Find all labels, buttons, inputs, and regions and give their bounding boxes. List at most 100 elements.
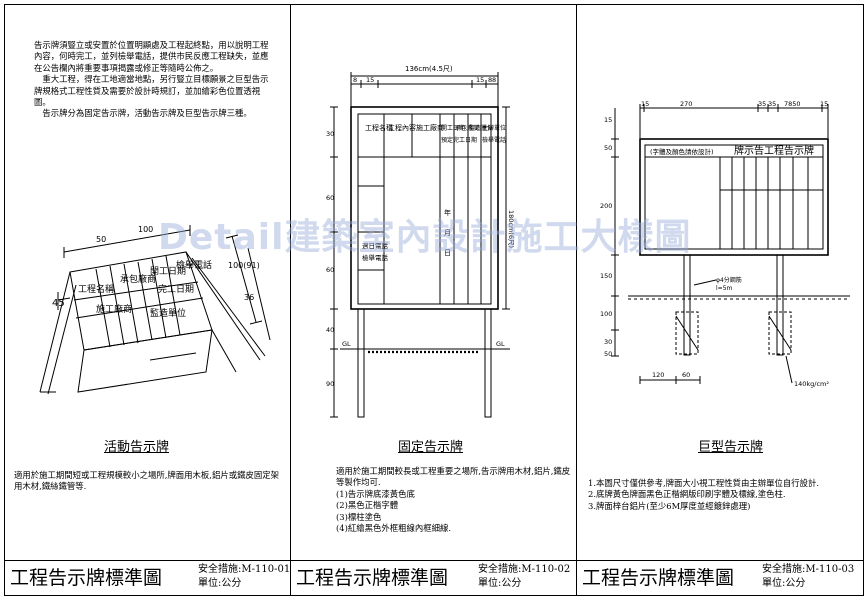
fixed-sign-caption: 固定告示牌 xyxy=(398,440,464,455)
fixed-note: (3)標柱塗色 xyxy=(336,511,382,522)
panel-divider xyxy=(576,4,577,596)
fixed-height-dim: 180cm(6尺) xyxy=(507,210,515,248)
fixed-col-label: 開工日期 xyxy=(441,124,465,132)
fixed-col-label: 監造單位 xyxy=(469,124,493,132)
giant-top-dim: 35 xyxy=(768,100,776,108)
giant-note: 2.底牌黃色牌面黑色正楷網版印刷字體及標線,塗色柱. xyxy=(588,489,786,500)
giant-side-dim: 200 xyxy=(600,202,612,210)
mobile-dim: 45 xyxy=(52,298,65,309)
sheet-unit: 單位:公分 xyxy=(478,578,522,589)
fixed-extra-label: 週日電話 xyxy=(362,241,389,250)
ground-label: GL xyxy=(342,340,351,348)
mobile-dim: 100(91) xyxy=(228,261,260,270)
giant-note: 1.本圖尺寸僅供參考,牌面大小視工程性質由主辦單位自行設計. xyxy=(588,478,820,488)
mobile-col-label: 檢舉電話 xyxy=(176,259,212,271)
mobile-dim: 100 xyxy=(138,225,153,234)
fixed-note: (2)黑色正楷字體 xyxy=(336,500,399,511)
giant-strength-label: 140kg/cm² xyxy=(794,380,829,388)
title-cell-3: 工程告示牌標準圖 安全措施:M-110-03 單位:公分 xyxy=(576,562,864,594)
fixed-extra-label: 檢舉電話 xyxy=(362,253,389,262)
giant-top-dim: 35 xyxy=(758,100,766,108)
fixed-sign-drawing xyxy=(330,72,510,418)
intro-text: 告示牌須豎立或安置於位置明顯處及工程起終點，用以說明工程內容，何時完工，並列檢舉… xyxy=(34,40,269,119)
sheet-meta: 安全措施:M-110-03 單位:公分 xyxy=(762,563,854,591)
fixed-col-label: 承包廠商 xyxy=(455,124,479,132)
fixed-side-dim: 60 xyxy=(326,194,334,202)
giant-pipe-label: φ4分鋼筋 xyxy=(716,276,742,284)
mobile-col-label: 開工日期 xyxy=(150,266,186,277)
sheet-meta: 安全措施:M-110-01 單位:公分 xyxy=(198,563,290,591)
sheet-code: 安全措施:M-110-03 xyxy=(762,564,855,575)
mobile-dim: 36 xyxy=(244,293,254,302)
fixed-col-label: 預定完工日期 xyxy=(441,136,477,144)
giant-side-dim: 30 xyxy=(604,338,612,346)
giant-top-dim: 15 xyxy=(820,100,828,108)
sheet-unit: 單位:公分 xyxy=(198,578,242,589)
mobile-col-label: 施工廠商 xyxy=(96,303,132,315)
fixed-side-dim: 40 xyxy=(326,326,334,334)
panel-divider xyxy=(290,4,291,596)
fixed-top-dim: 15 xyxy=(366,76,374,84)
fixed-col-label: 檢舉電話 xyxy=(482,136,506,144)
fixed-sign-notes: 適用於施工期間較長或工程重要之場所,告示牌用木材,鋁片,鐵皮等製作均可. (1)… xyxy=(336,466,572,534)
fixed-top-dim: 8 xyxy=(488,76,492,84)
mobile-col-label: 工程名稱 xyxy=(78,283,114,295)
giant-pipe-length: l=5m xyxy=(716,285,733,292)
sheet-title: 工程告示牌標準圖 xyxy=(10,567,163,589)
fixed-col-label: 工程名稱 xyxy=(365,123,393,132)
sheet-title: 工程告示牌標準圖 xyxy=(296,567,449,589)
sheet-meta: 安全措施:M-110-02 單位:公分 xyxy=(478,563,570,591)
mobile-dim: 50 xyxy=(96,235,106,244)
giant-bottom-dim: 60 xyxy=(682,371,690,379)
fixed-side-dim: 90 xyxy=(326,380,334,388)
giant-side-dim: 15 xyxy=(604,116,612,124)
giant-bottom-dim: 120 xyxy=(652,371,664,379)
title-block xyxy=(4,560,864,596)
sheet-title: 工程告示牌標準圖 xyxy=(582,567,735,589)
giant-title-label: 牌示告工程告示牌 xyxy=(734,144,814,157)
fixed-side-dim: 60 xyxy=(326,266,334,274)
fixed-col-label: 施工廠商 xyxy=(416,123,444,132)
drawing-labels: 工程名稱 施工廠商 承包廠商 開工日期 完工日期 監造單位 檢舉電話 45 50… xyxy=(52,65,829,388)
sheet-frame xyxy=(4,4,864,596)
giant-header: (字體及顏色請依設計) xyxy=(650,147,714,156)
fixed-date-label: 日 xyxy=(444,249,451,257)
fixed-note: (4)紅繪黑色外框粗線內框細線. xyxy=(336,523,452,534)
title-cell-1: 工程告示牌標準圖 安全措施:M-110-01 單位:公分 xyxy=(4,562,290,594)
mobile-sign-drawing xyxy=(39,225,271,395)
giant-top-dim: 270 xyxy=(680,100,692,108)
fixed-date-label: 月 xyxy=(444,229,451,237)
fixed-top-dim: 15 xyxy=(476,76,484,84)
giant-top-dim: 15 xyxy=(641,100,649,108)
giant-side-dim: 150 xyxy=(600,272,612,280)
fixed-top-dim: 8 xyxy=(353,76,357,84)
giant-side-dim: 50 xyxy=(604,350,612,358)
giant-note: 3.牌面梓台鋁片(至少6M厚度並經鍍鋅處理) xyxy=(588,500,751,511)
fixed-col-label: 主辦單位 xyxy=(482,124,506,132)
mobile-col-label: 完工日期 xyxy=(158,283,194,295)
mobile-sign-caption: 活動告示牌 xyxy=(104,440,170,455)
watermark: Detail建築室內設計施工大樣圖 xyxy=(158,217,692,258)
fixed-width-dim: 136cm(4.5尺) xyxy=(405,65,453,73)
fixed-note: (1)告示牌底漆黃色底 xyxy=(336,488,415,499)
sheet-unit: 單位:公分 xyxy=(762,578,806,589)
giant-sign-caption: 巨型告示牌 xyxy=(698,440,764,455)
giant-side-dim: 50 xyxy=(604,144,612,152)
mobile-col-label: 監造單位 xyxy=(150,307,186,319)
fixed-date-label: 年 xyxy=(444,208,451,217)
giant-top-dim: 7850 xyxy=(784,100,801,108)
sheet-code: 安全措施:M-110-01 xyxy=(198,564,291,575)
fixed-notes-head: 適用於施工期間較長或工程重要之場所,告示牌用木材,鋁片,鐵皮等製作均可. xyxy=(336,466,571,488)
giant-side-dim: 100 xyxy=(600,310,612,318)
ground-label: GL xyxy=(496,340,505,348)
sheet-code: 安全措施:M-110-02 xyxy=(478,564,571,575)
fixed-top-dim: 8 xyxy=(492,76,496,84)
title-cell-2: 工程告示牌標準圖 安全措施:M-110-02 單位:公分 xyxy=(290,562,576,594)
mobile-col-label: 承包廠商 xyxy=(120,273,156,285)
giant-sign-drawing xyxy=(611,104,850,384)
fixed-col-label: 工程內容 xyxy=(388,123,416,132)
mobile-sign-desc: 適用於施工期間短或工程規模較小之場所,牌面用木板,鋁片或鐵皮固定架用木材,鐵絲鐵… xyxy=(14,470,279,492)
fixed-side-dim: 30 xyxy=(326,130,334,138)
